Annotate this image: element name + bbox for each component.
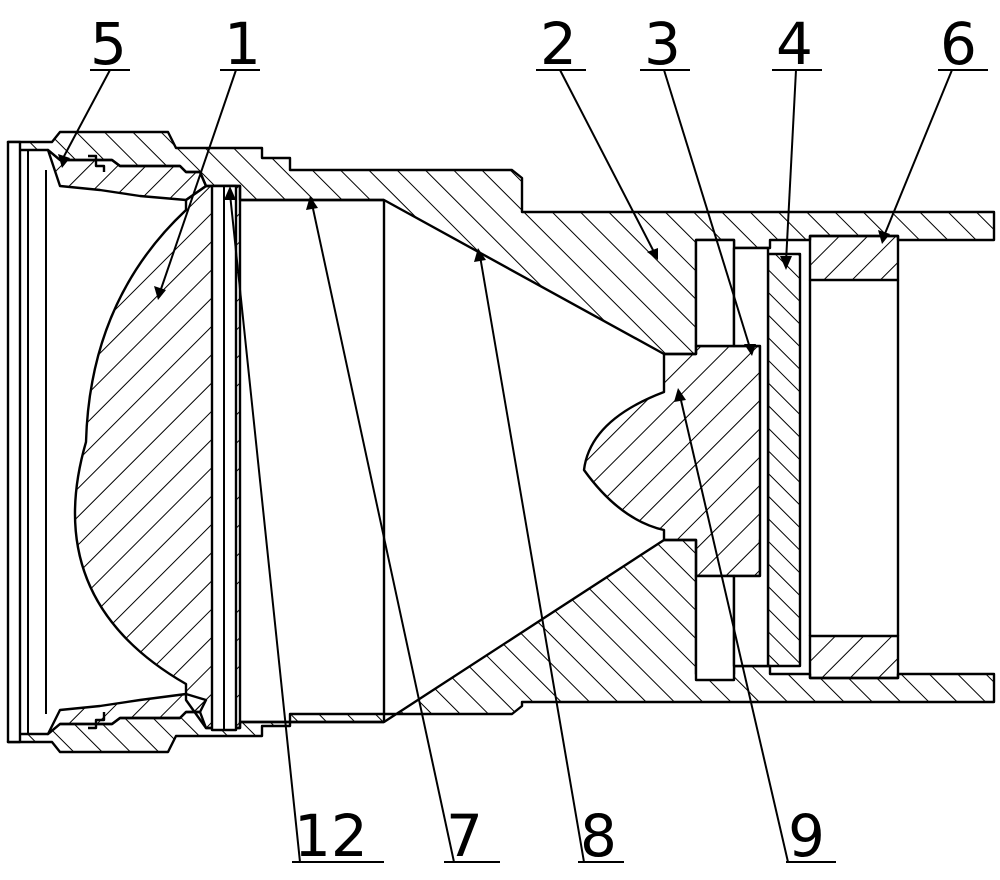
callout-8: 8 (580, 802, 617, 870)
rear-ring-lower (810, 636, 898, 678)
callout-12: 12 (294, 802, 368, 870)
callout-9: 9 (788, 802, 825, 870)
callout-1: 1 (224, 10, 261, 78)
filter-plate (768, 254, 800, 666)
callout-5: 5 (90, 10, 127, 78)
spacer-3 (696, 240, 734, 346)
rear-ring-upper (810, 236, 898, 280)
callout-3: 3 (644, 10, 681, 78)
callout-2: 2 (540, 10, 577, 78)
callout-7: 7 (446, 802, 483, 870)
callout-4: 4 (776, 10, 813, 78)
front-rim (8, 142, 20, 742)
callout-6: 6 (940, 10, 977, 78)
